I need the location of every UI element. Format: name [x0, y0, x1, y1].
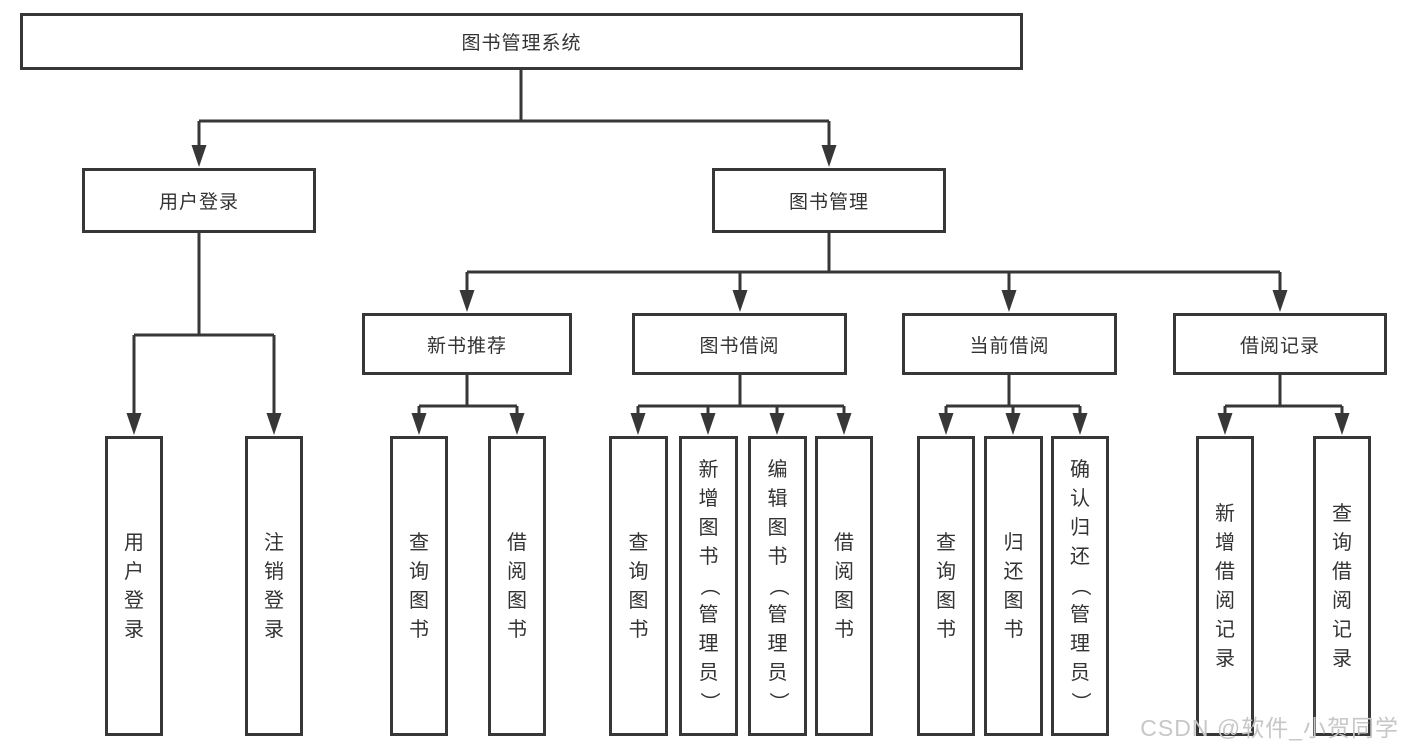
leaf-user-login: 用户登录: [105, 436, 163, 736]
leaf-add-borrow-record: 新增借阅记录: [1196, 436, 1254, 736]
node-new-book-recommend: 新书推荐: [362, 313, 572, 375]
node-root: 图书管理系统: [20, 13, 1023, 70]
node-book-borrow: 图书借阅: [632, 313, 847, 375]
leaf-logout: 注销登录: [245, 436, 303, 736]
leaf-return-book: 归还图书: [984, 436, 1043, 736]
leaf-query-book-1: 查询图书: [390, 436, 448, 736]
leaf-query-book-2: 查询图书: [609, 436, 668, 736]
leaf-edit-book-admin: 编辑图书（管理员）: [748, 436, 807, 736]
leaf-add-book-admin: 新增图书（管理员）: [679, 436, 738, 736]
node-current-borrow: 当前借阅: [902, 313, 1117, 375]
csdn-watermark: CSDN @软件_小贺同学: [1140, 715, 1399, 741]
node-user-login: 用户登录: [82, 168, 316, 233]
leaf-query-book-3: 查询图书: [917, 436, 975, 736]
leaf-query-borrow-record: 查询借阅记录: [1313, 436, 1371, 736]
leaf-borrow-book-2: 借阅图书: [815, 436, 873, 736]
node-book-management: 图书管理: [712, 168, 946, 233]
leaf-confirm-return-admin: 确认归还（管理员）: [1051, 436, 1109, 736]
node-borrow-records: 借阅记录: [1173, 313, 1387, 375]
leaf-borrow-book-1: 借阅图书: [488, 436, 546, 736]
